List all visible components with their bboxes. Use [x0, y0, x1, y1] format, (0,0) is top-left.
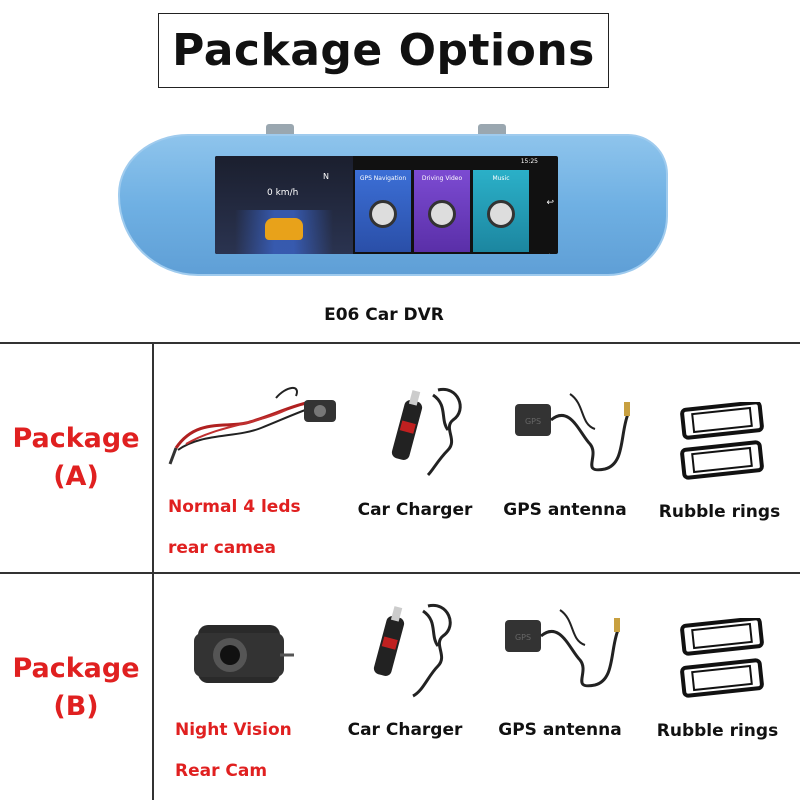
- svg-text:GPS: GPS: [525, 417, 541, 426]
- package-a-label: Package (A): [0, 420, 152, 496]
- home-icon: ⌂: [546, 230, 554, 254]
- item-label-line1: Night Vision: [175, 720, 292, 740]
- page-title: Package Options: [172, 25, 595, 76]
- music-icon: [487, 200, 515, 228]
- item-label: Rubble rings: [656, 721, 779, 741]
- mirror-body: 0 km/h N 15:25 GPS Navigation Driving Vi…: [118, 134, 668, 276]
- item-label: Rubble rings: [658, 502, 781, 522]
- item-rubber-rings: Rubble rings: [652, 502, 787, 522]
- table-border-top: [0, 342, 800, 344]
- car-icon: [265, 218, 303, 240]
- dvr-screen: 0 km/h N 15:25 GPS Navigation Driving Vi…: [215, 156, 558, 254]
- car-charger-image: [368, 596, 468, 706]
- status-time: 15:25: [520, 158, 538, 165]
- item-label-line2: rear camea: [168, 538, 276, 558]
- tile-label: Driving Video: [421, 175, 463, 182]
- speed-readout: 0 km/h: [267, 188, 299, 198]
- gps-antenna-image: GPS: [510, 384, 640, 484]
- item-car-charger: Car Charger: [340, 720, 470, 740]
- package-label-line1: Package: [12, 423, 140, 454]
- item-label-line1: Normal 4 leds: [168, 497, 301, 517]
- table-border-vertical: [152, 343, 154, 800]
- item-gps-antenna: GPS antenna: [500, 500, 630, 520]
- rubber-rings-image: [678, 402, 768, 482]
- gps-antenna-image: GPS: [500, 600, 630, 700]
- rear-camera-cable-image: [166, 378, 346, 468]
- package-b-label: Package (B): [0, 650, 152, 726]
- tile-label: GPS Navigation: [359, 175, 407, 182]
- camera-lens-icon: [428, 200, 456, 228]
- title-box: Package Options: [158, 13, 609, 88]
- night-vision-camera-image: [190, 615, 300, 695]
- compass-letter: N: [323, 172, 329, 181]
- mirror-dvr-image: 0 km/h N 15:25 GPS Navigation Driving Vi…: [118, 124, 668, 276]
- svg-text:GPS: GPS: [515, 633, 531, 642]
- speed-panel: 0 km/h N: [215, 156, 353, 254]
- rubber-rings-image: [678, 618, 768, 700]
- package-label-line2: (A): [53, 461, 99, 492]
- tile-label: Music: [492, 175, 510, 182]
- package-label-line1: Package: [12, 653, 140, 684]
- product-label: E06 Car DVR: [324, 305, 444, 325]
- item-label: Car Charger: [357, 500, 473, 520]
- item-rubber-rings: Rubble rings: [650, 721, 785, 741]
- item-label: GPS antenna: [503, 500, 627, 520]
- item-gps-antenna: GPS antenna: [495, 720, 625, 740]
- side-buttons: ↩ ⌂: [546, 176, 554, 254]
- item-car-charger: Car Charger: [350, 500, 480, 520]
- tile-music: Music: [473, 170, 529, 252]
- item-label-line2: Rear Cam: [175, 761, 268, 781]
- item-label: GPS antenna: [498, 720, 622, 740]
- item-label: Car Charger: [347, 720, 463, 740]
- package-label-line2: (B): [53, 691, 99, 722]
- table-border-middle: [0, 572, 800, 574]
- car-charger-image: [378, 380, 478, 480]
- compass-icon: [369, 200, 397, 228]
- tile-driving-video: Driving Video: [414, 170, 470, 252]
- tile-gps-navigation: GPS Navigation: [355, 170, 411, 252]
- back-icon: ↩: [546, 198, 554, 208]
